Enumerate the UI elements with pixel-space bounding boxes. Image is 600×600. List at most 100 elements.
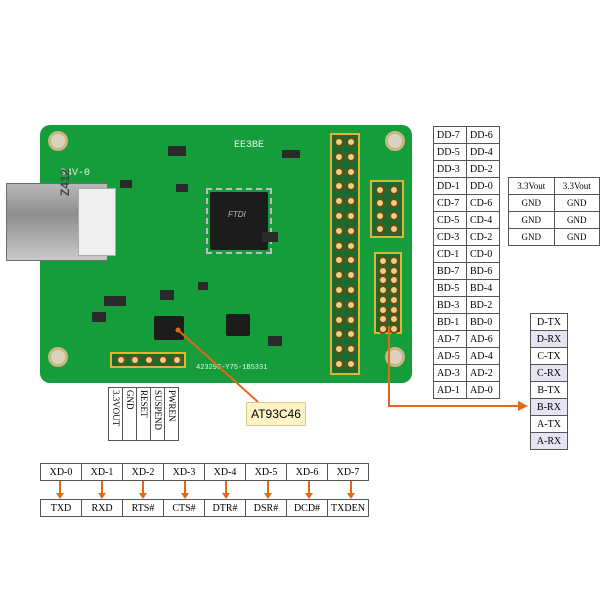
uart-cell: DTR#	[204, 499, 246, 517]
serial-pin	[378, 304, 388, 315]
smd-component	[104, 296, 126, 306]
power-table-cell: GND	[553, 211, 600, 229]
uart-cell: CTS#	[163, 499, 205, 517]
xd-cell: XD-4	[204, 463, 246, 481]
pin-table-cell: DD-4	[466, 143, 500, 161]
serial-pin	[378, 275, 388, 286]
pin-table-cell: CD-2	[466, 228, 500, 246]
uart-cell: DCD#	[286, 499, 328, 517]
serial-pin	[378, 265, 388, 276]
data-bus-pin	[334, 314, 344, 325]
regulator-chip	[226, 314, 250, 336]
xd-arrow-line	[100, 481, 103, 493]
eeprom-pointer-line	[177, 329, 259, 403]
pin-table-cell: DD-2	[466, 160, 500, 178]
pin-table-cell: BD-0	[466, 313, 500, 331]
data-bus-pin	[346, 151, 356, 162]
data-bus-pin	[346, 270, 356, 281]
data-bus-pin	[334, 344, 344, 355]
data-bus-pin	[334, 151, 344, 162]
xd-arrow-line	[266, 481, 269, 493]
pin-table-cell: DD-5	[433, 143, 467, 161]
pin-table-cell: DD-1	[433, 177, 467, 195]
data-bus-pin	[346, 137, 356, 147]
serial-pin	[378, 256, 388, 266]
pin-table-cell: CD-0	[466, 245, 500, 263]
xd-cell: XD-3	[163, 463, 205, 481]
xd-cell: XD-2	[122, 463, 164, 481]
data-bus-pin	[346, 166, 356, 177]
serial-table-cell: A-RX	[530, 432, 568, 450]
smd-component	[198, 282, 208, 290]
xd-arrow-line	[183, 481, 186, 493]
serial-pointer-line	[388, 326, 518, 407]
serial-pin	[378, 314, 388, 325]
pin-table-cell: AD-5	[433, 347, 467, 365]
pin-table-cell: CD-7	[433, 194, 467, 212]
mounting-hole	[385, 131, 405, 151]
serial-pin	[389, 265, 399, 276]
serial-pointer-arrowhead	[518, 401, 528, 411]
xd-arrow-head	[346, 493, 355, 499]
silk-top-label: EE3BE	[234, 140, 265, 151]
pin-table-cell: AD-1	[433, 381, 467, 399]
xd-cell: XD-0	[40, 463, 82, 481]
smd-component	[176, 184, 188, 192]
eeprom-callout-label: AT93C46	[246, 402, 306, 426]
pin-table-cell: BD-7	[433, 262, 467, 280]
data-bus-pin	[346, 314, 356, 325]
serial-pin	[378, 285, 388, 296]
smd-component	[268, 336, 282, 346]
pin-table-cell: AD-7	[433, 330, 467, 348]
serial-pin	[389, 285, 399, 296]
header-pin	[144, 355, 154, 365]
xd-arrow-head	[97, 493, 106, 499]
data-bus-pin	[346, 359, 356, 369]
serial-table-row: C-RX	[530, 364, 568, 382]
control-pin-labels: 3.3VOUT GND RESET SUSPEND PWREN	[108, 387, 179, 441]
power-pin	[389, 198, 399, 208]
header-pin	[130, 355, 140, 365]
mounting-hole	[48, 347, 68, 367]
xd-cell: XD-1	[81, 463, 123, 481]
header-pin	[116, 355, 126, 365]
pin-table-cell: BD-4	[466, 279, 500, 297]
pin-table-cell: DD-6	[466, 126, 500, 144]
pin-table-cell: AD-3	[433, 364, 467, 382]
pin-table-cell: CD-5	[433, 211, 467, 229]
pin-table-cell: DD-3	[433, 160, 467, 178]
pin-table-cell: CD-6	[466, 194, 500, 212]
serial-table-row: C-TX	[530, 347, 568, 365]
vertical-label-gnd: GND	[123, 388, 137, 440]
serial-table-row: A-TX	[530, 415, 568, 433]
uart-cell: RTS#	[122, 499, 164, 517]
pin-table-cell: BD-1	[433, 313, 467, 331]
xd-arrow-line	[308, 481, 310, 493]
data-bus-pin	[346, 285, 356, 295]
data-bus-pin	[334, 270, 344, 281]
data-bus-pin	[346, 211, 356, 221]
serial-table-row: D-RX	[530, 330, 568, 348]
serial-table-cell: B-RX	[530, 398, 568, 416]
smd-component	[92, 312, 106, 322]
vertical-label-suspend: SUSPEND	[151, 388, 165, 440]
data-bus-pin	[334, 359, 344, 369]
xd-cell: XD-5	[245, 463, 287, 481]
data-bus-pin	[346, 344, 356, 355]
serial-pin	[378, 323, 388, 334]
xd-arrow-head	[180, 493, 189, 499]
data-bus-pin	[334, 225, 344, 236]
serial-table-cell: C-RX	[530, 364, 568, 382]
header-pin	[172, 355, 182, 365]
smd-component	[168, 146, 186, 156]
data-bus-pin	[346, 225, 356, 236]
